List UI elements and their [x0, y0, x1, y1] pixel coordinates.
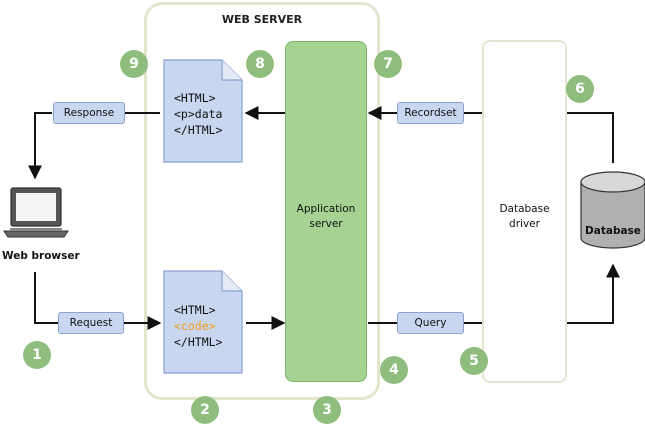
response-document-fold: [221, 60, 242, 81]
request-document-text: <HTML> <code> </HTML>: [174, 302, 222, 350]
connector-database-to-driver: [567, 112, 614, 163]
response-document: [163, 59, 243, 163]
application-server-label-line2: server: [309, 218, 343, 230]
request-doc-line2: <code>: [174, 319, 216, 333]
response-doc-line3: </HTML>: [174, 123, 223, 137]
web-browser-label: Web browser: [2, 250, 80, 262]
step-badge-7: 7: [374, 50, 402, 78]
response-label: Response: [53, 102, 125, 124]
application-server-block: [285, 41, 367, 382]
step-badge-3: 3: [313, 396, 341, 424]
arrow-response-to-browser: [28, 112, 52, 180]
step-badge-2: 2: [191, 396, 219, 424]
request-label: Request: [58, 312, 124, 334]
request-doc-line1: <HTML>: [174, 303, 216, 317]
response-document-text: <HTML> <p>data </HTML>: [174, 90, 222, 138]
connector-browser-to-request: [34, 272, 58, 324]
query-label: Query: [397, 312, 464, 334]
web-server-title: WEB SERVER: [221, 13, 303, 26]
step-badge-8: 8: [246, 50, 274, 78]
step-badge-6: 6: [566, 75, 594, 103]
step-badge-5: 5: [460, 347, 488, 375]
database-label: Database: [585, 225, 641, 237]
request-document: [163, 270, 243, 374]
request-document-fold: [221, 271, 242, 292]
application-server-label-line1: Application: [296, 203, 356, 215]
database-driver-label-line2: driver: [509, 218, 540, 230]
database-driver-label-line1: Database: [499, 203, 550, 215]
database-driver-block: [482, 40, 567, 383]
laptop-icon: [3, 187, 69, 238]
response-doc-line1: <HTML>: [174, 91, 216, 105]
response-doc-line2: <p>data: [174, 107, 223, 121]
step-badge-1: 1: [23, 341, 51, 369]
recordset-label: Recordset: [397, 102, 464, 124]
arrow-driver-to-database: [567, 263, 620, 324]
step-badge-9: 9: [120, 50, 148, 78]
request-doc-line3: </HTML>: [174, 335, 223, 349]
step-badge-4: 4: [380, 356, 408, 384]
database-driver-label: Database driver: [482, 202, 567, 232]
database-icon: [580, 171, 645, 249]
application-server-label: Application server: [285, 202, 367, 232]
